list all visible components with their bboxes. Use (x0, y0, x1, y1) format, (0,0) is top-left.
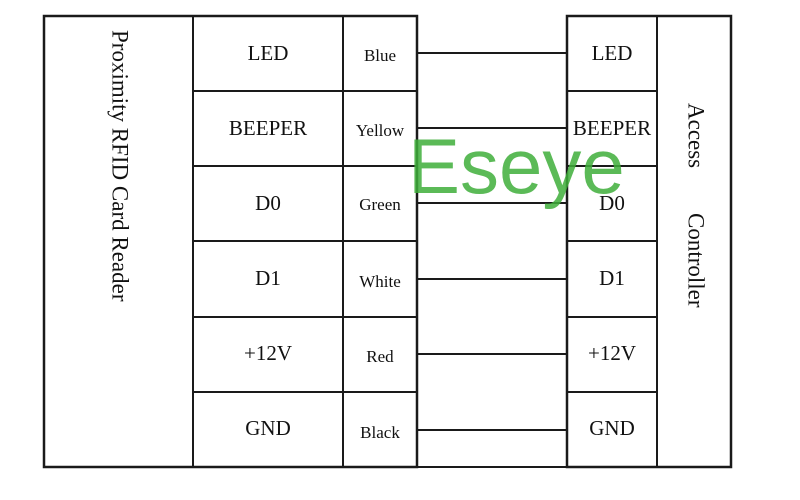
wire-color-label: Green (359, 195, 401, 214)
controller-title-word-1: Access (684, 103, 709, 168)
wire-color-label: Black (360, 423, 400, 442)
controller-pin-label: +12V (588, 341, 636, 365)
controller-pin-label: D1 (599, 266, 625, 290)
controller-block: LED BEEPER D0 D1 +12V GND Access Control… (565, 14, 733, 469)
reader-pin-label: BEEPER (229, 116, 307, 140)
reader-pin-label: D0 (255, 191, 281, 215)
reader-title: Proximity RFID Card Reader (108, 30, 133, 302)
connecting-wires (417, 52, 567, 468)
watermark-logo: Eseye (408, 122, 625, 210)
controller-pin-label: GND (589, 416, 635, 440)
wire-color-label: White (359, 272, 401, 291)
wire-color-label: Yellow (356, 121, 405, 140)
wire-color-label: Red (366, 347, 394, 366)
reader-pin-label: +12V (244, 341, 292, 365)
controller-pin-label: LED (592, 41, 633, 65)
wire-color-label: Blue (364, 46, 396, 65)
reader-pin-label: LED (248, 41, 289, 65)
reader-block: Proximity RFID Card Reader LED BEEPER D0… (42, 14, 419, 469)
controller-pin-label: D0 (599, 191, 625, 215)
reader-pin-label: D1 (255, 266, 281, 290)
reader-pin-label: GND (245, 416, 291, 440)
controller-title-word-2: Controller (684, 213, 709, 308)
controller-pin-label: BEEPER (573, 116, 651, 140)
